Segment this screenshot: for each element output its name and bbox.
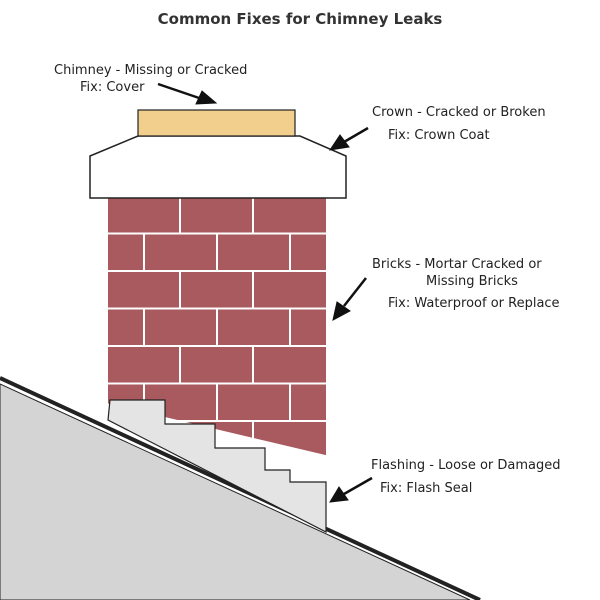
crown-arrow-head xyxy=(328,134,350,151)
chimney-issue-label: Chimney - Missing or Cracked xyxy=(54,63,248,78)
crown-fix-label: Fix: Crown Coat xyxy=(388,128,490,143)
flashing-fix-label: Fix: Flash Seal xyxy=(380,481,473,496)
cap-arrow-head xyxy=(195,90,218,105)
flashing-arrow-line xyxy=(343,476,373,496)
flashing-arrow-head xyxy=(329,486,349,503)
roof-edge xyxy=(0,376,481,600)
arrows xyxy=(157,82,373,503)
crown-arrow-line xyxy=(343,126,369,144)
bricks-arrow-line xyxy=(343,277,367,307)
chimney-fix-label: Fix: Cover xyxy=(80,80,145,95)
bricks-fix-label: Fix: Waterproof or Replace xyxy=(388,296,560,311)
mortar-lines xyxy=(108,195,326,526)
roof-surface xyxy=(0,383,471,600)
crown-issue-label: Crown - Cracked or Broken xyxy=(372,105,546,120)
flashing-issue-label: Flashing - Loose or Damaged xyxy=(371,458,561,473)
bricks-arrow-head xyxy=(332,301,351,321)
flashing xyxy=(107,399,327,533)
cap-arrow-line xyxy=(157,82,203,101)
bricks-issue-label-2: Missing Bricks xyxy=(426,274,518,289)
crown xyxy=(89,135,347,199)
chimney-cap xyxy=(137,109,296,137)
bricks-issue-label-1: Bricks - Mortar Cracked or xyxy=(372,257,542,272)
diagram-title: Common Fixes for Chimney Leaks xyxy=(157,10,443,28)
